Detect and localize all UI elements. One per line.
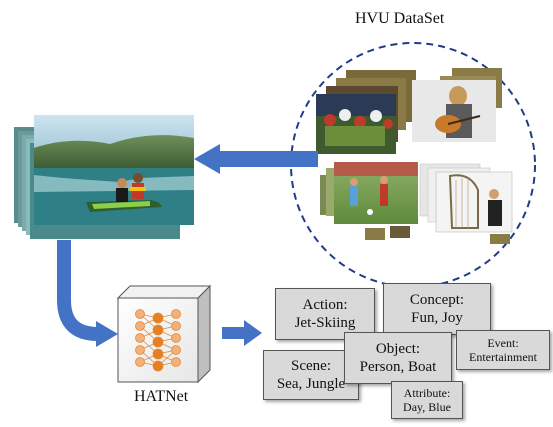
tag-concept: Concept: Fun, Joy bbox=[383, 283, 491, 335]
dataset-circle bbox=[290, 42, 536, 288]
tag-concept-value: Fun, Joy bbox=[411, 310, 463, 326]
hatnet-to-tags-arrow bbox=[222, 320, 262, 346]
tag-attribute-value: Day, Blue bbox=[403, 400, 451, 414]
tag-action-label: Action: bbox=[302, 297, 348, 313]
soccer-frame-stack bbox=[320, 162, 418, 240]
tag-event-label: Event: bbox=[487, 335, 519, 350]
tag-concept-label: Concept: bbox=[409, 292, 465, 308]
tag-action: Action: Jet-Skiing bbox=[275, 288, 375, 340]
tag-event: Event: Entertainment bbox=[456, 330, 550, 370]
tag-object-label: Object: bbox=[375, 341, 421, 357]
model-name: HATNet bbox=[134, 388, 189, 405]
football-frame-stack bbox=[316, 70, 416, 154]
jetski-frame-stack bbox=[14, 115, 194, 239]
tag-action-value: Jet-Skiing bbox=[294, 315, 356, 331]
tag-event-value: Entertainment bbox=[469, 350, 537, 364]
tag-scene: Scene: Sea, Jungle bbox=[263, 350, 359, 400]
hatnet-cube bbox=[116, 284, 212, 384]
dataset-title: HVU DataSet bbox=[355, 10, 445, 27]
tag-object: Object: Person, Boat bbox=[344, 332, 452, 384]
tag-attribute-label: Attribute: bbox=[403, 385, 451, 400]
dataset-to-video-arrow bbox=[194, 144, 318, 174]
guitar-frame-stack bbox=[412, 68, 502, 142]
video-to-hatnet-arrow bbox=[57, 240, 118, 347]
tag-object-value: Person, Boat bbox=[359, 359, 437, 375]
harp-frame-stack bbox=[419, 163, 513, 244]
network-nodes bbox=[135, 309, 181, 372]
tag-scene-label: Scene: bbox=[291, 358, 331, 374]
tag-attribute: Attribute: Day, Blue bbox=[391, 381, 463, 419]
tag-scene-value: Sea, Jungle bbox=[276, 376, 346, 392]
